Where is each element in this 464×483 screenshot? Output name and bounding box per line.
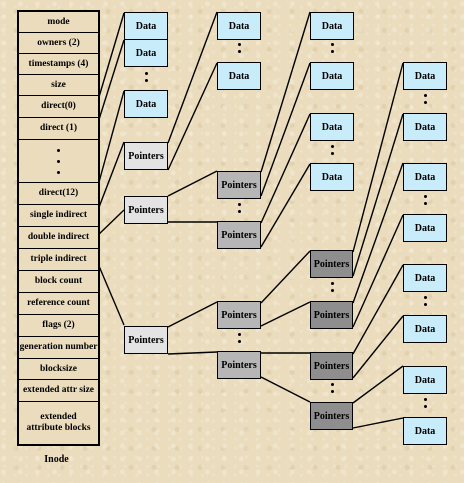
inode-field-timestamps: timestamps (4) bbox=[19, 54, 98, 75]
inode-field-triple-indirect: triple indirect bbox=[19, 249, 98, 271]
data-block: Data bbox=[217, 12, 261, 40]
inode-field-flags: flags (2) bbox=[19, 315, 98, 337]
inode-table: mode owners (2) timestamps (4) size dire… bbox=[17, 10, 100, 446]
ellipsis-dots bbox=[422, 398, 428, 408]
double-level2-pointer-block: Pointers bbox=[217, 221, 261, 249]
triple-level2-pointer-block: Pointers bbox=[217, 301, 261, 329]
inode-field-direct-12: direct(12) bbox=[19, 183, 98, 205]
data-block: Data bbox=[403, 417, 447, 445]
data-block: Data bbox=[310, 62, 354, 90]
ellipsis-dots bbox=[329, 43, 335, 53]
ellipsis-dots bbox=[422, 195, 428, 205]
data-block: Data bbox=[310, 12, 354, 40]
double-indirect-pointer-block: Pointers bbox=[124, 196, 168, 224]
triple-level2-pointer-block: Pointers bbox=[217, 351, 261, 379]
double-level2-pointer-block: Pointers bbox=[217, 171, 261, 199]
inode-field-double-indirect: double indirect bbox=[19, 227, 98, 249]
data-block: Data bbox=[403, 315, 447, 343]
data-block: Data bbox=[403, 214, 447, 242]
single-indirect-pointer-block: Pointers bbox=[124, 142, 168, 170]
inode-field-block-count: block count bbox=[19, 271, 98, 293]
ellipsis-dots bbox=[329, 282, 335, 292]
triple-level3-pointer-block: Pointers bbox=[310, 402, 353, 430]
inode-field-generation-number: generation number bbox=[19, 337, 98, 359]
data-block: Data bbox=[310, 163, 354, 191]
data-block: Data bbox=[403, 163, 447, 191]
data-block: Data bbox=[124, 90, 168, 118]
inode-field-size: size bbox=[19, 75, 98, 96]
ellipsis-dots bbox=[329, 383, 335, 393]
ellipsis-dots bbox=[236, 203, 242, 213]
inode-field-extended-attr-size: extended attr size bbox=[19, 380, 98, 402]
triple-level3-pointer-block: Pointers bbox=[310, 301, 353, 329]
ellipsis-dots bbox=[236, 333, 242, 343]
inode-field-ellipsis bbox=[19, 140, 98, 183]
inode-field-owners: owners (2) bbox=[19, 33, 98, 54]
data-block: Data bbox=[403, 62, 447, 90]
inode-field-extended-attribute-blocks: extended attribute blocks bbox=[19, 402, 98, 446]
inode-field-direct-0: direct(0) bbox=[19, 96, 98, 118]
triple-indirect-pointer-block: Pointers bbox=[124, 326, 168, 354]
data-block: Data bbox=[217, 62, 261, 90]
inode-field-blocksize: blocksize bbox=[19, 359, 98, 380]
triple-level3-pointer-block: Pointers bbox=[310, 250, 353, 278]
data-block: Data bbox=[310, 113, 354, 141]
ellipsis-dots bbox=[329, 145, 335, 155]
ellipsis-dots bbox=[422, 94, 428, 104]
ellipsis-dots bbox=[236, 43, 242, 53]
ellipsis-dots bbox=[422, 296, 428, 306]
data-block: Data bbox=[124, 12, 168, 40]
triple-level3-pointer-block: Pointers bbox=[310, 352, 353, 380]
inode-field-direct-1: direct (1) bbox=[19, 118, 98, 140]
data-block: Data bbox=[403, 113, 447, 141]
inode-field-reference-count: reference count bbox=[19, 293, 98, 315]
inode-field-single-indirect: single indirect bbox=[19, 205, 98, 227]
inode-label: Inode bbox=[44, 454, 69, 465]
inode-field-mode: mode bbox=[19, 12, 98, 33]
data-block: Data bbox=[403, 366, 447, 394]
data-block: Data bbox=[403, 264, 447, 292]
data-block: Data bbox=[124, 39, 168, 67]
ellipsis-dots bbox=[143, 72, 149, 82]
